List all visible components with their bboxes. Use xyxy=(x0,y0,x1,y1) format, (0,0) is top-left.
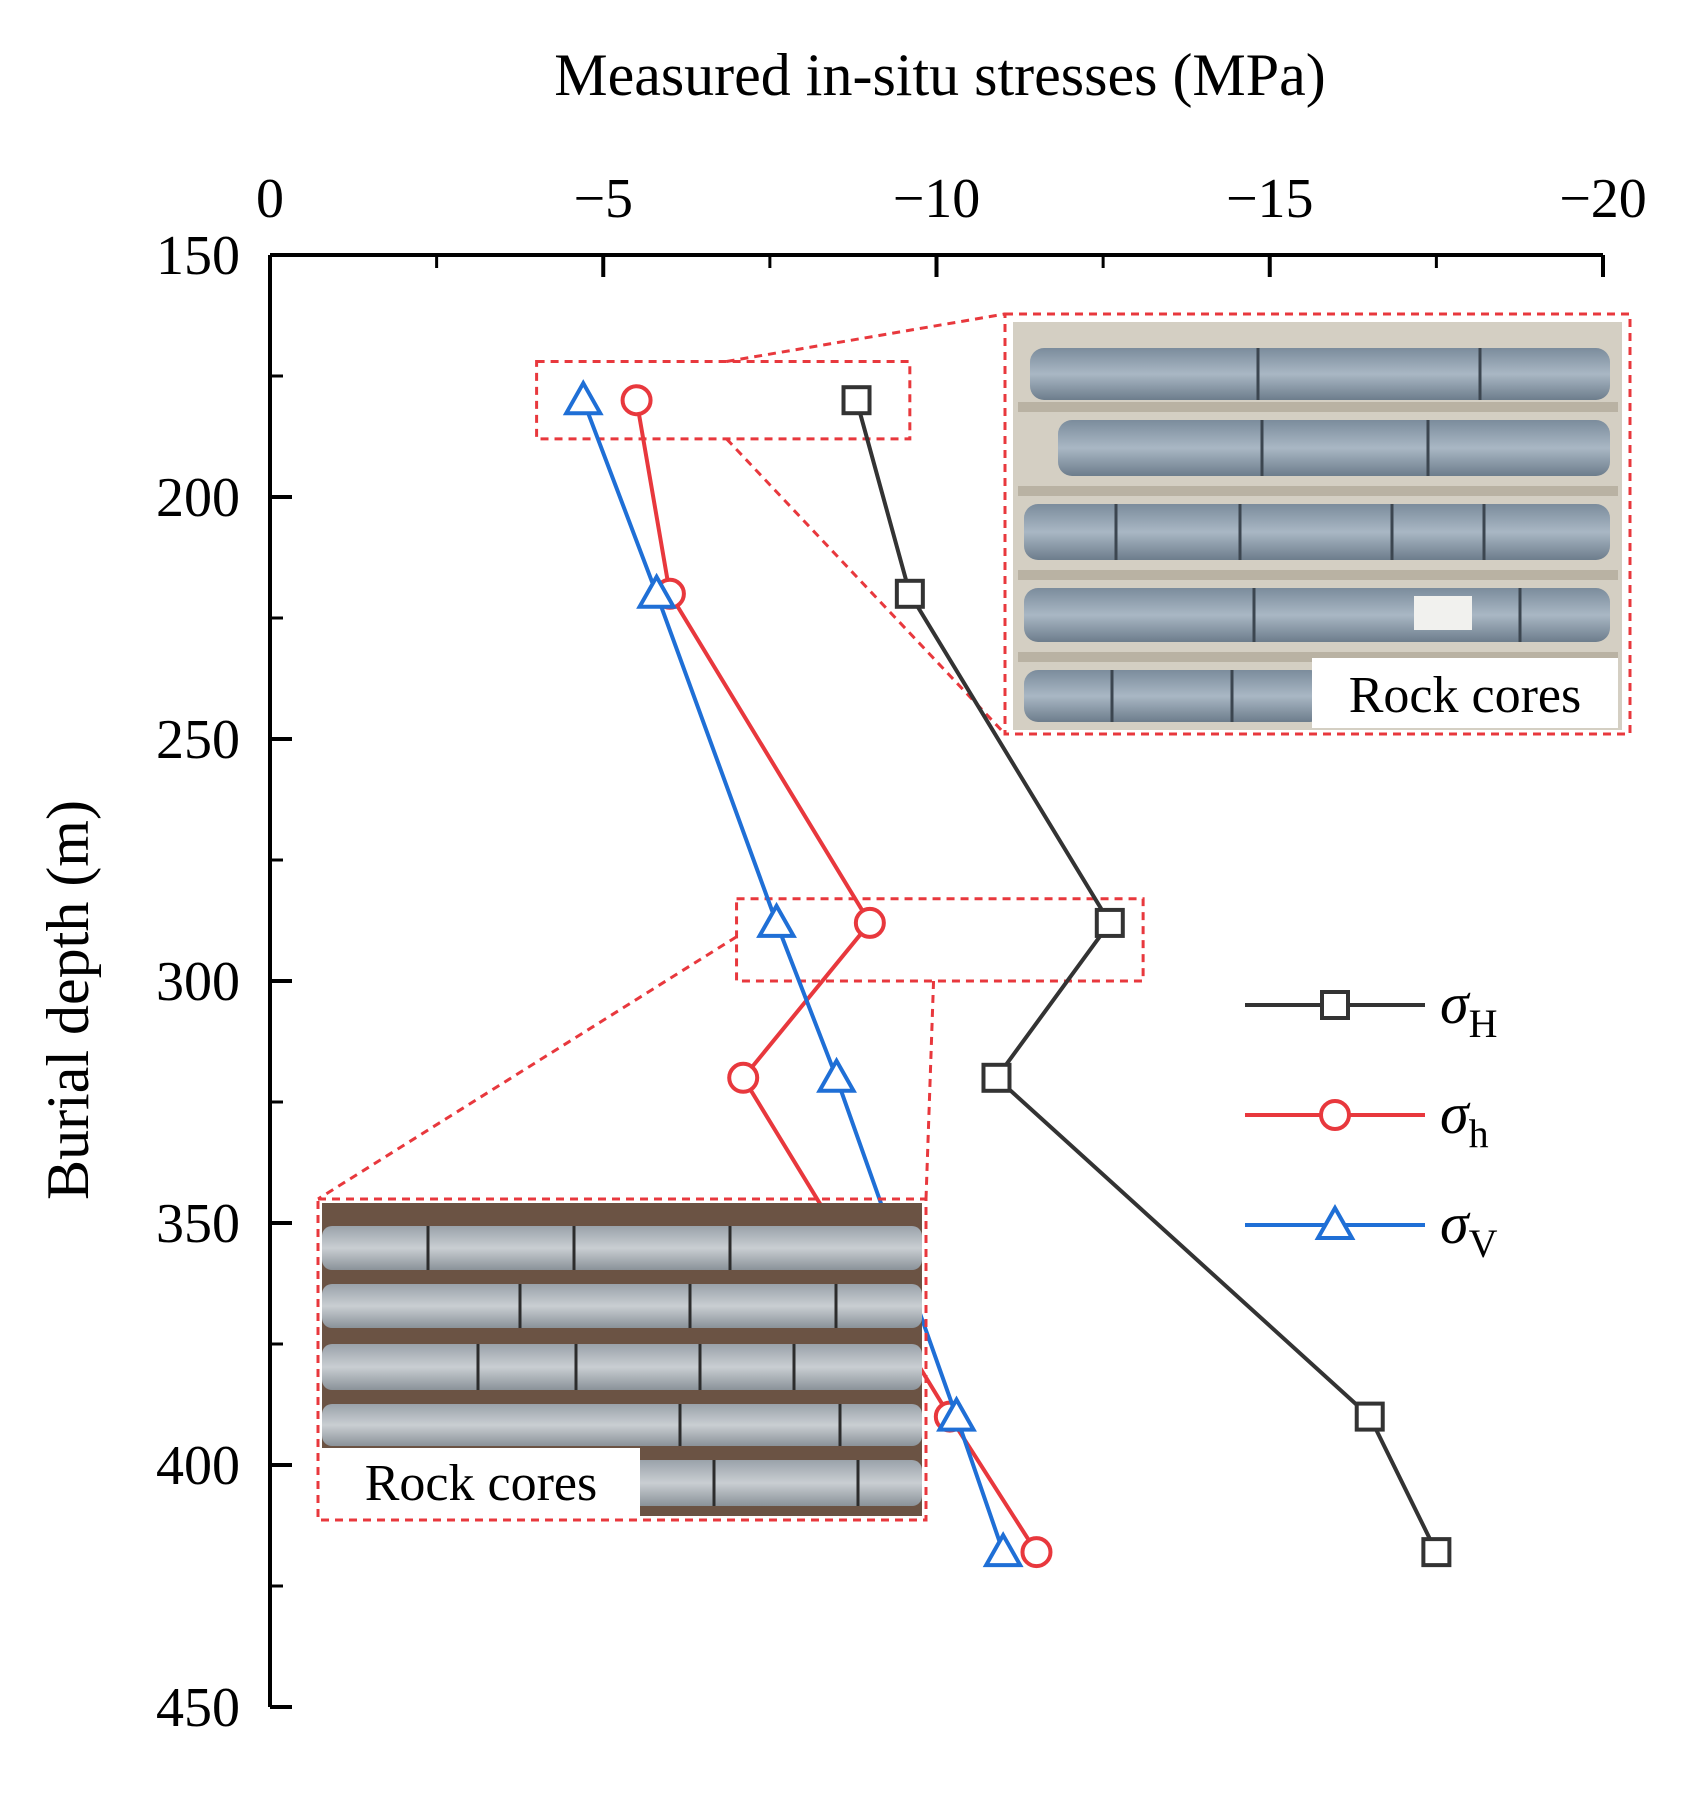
x-ticks: 0 −5 −10 −15 −20 xyxy=(256,168,1647,277)
series-line xyxy=(581,399,1006,1553)
data-point-square xyxy=(1320,990,1350,1020)
legend-item-H: σH xyxy=(1245,971,1498,1046)
inset-label-top: Rock cores xyxy=(1349,667,1581,724)
legend-label: σV xyxy=(1440,1191,1498,1266)
core-row-b2 xyxy=(322,1284,922,1328)
series-H xyxy=(841,385,1452,1568)
core-row-1 xyxy=(1030,348,1610,400)
rock-cores-inset-bottom: Rock cores xyxy=(316,1197,928,1522)
y-tick-label: 300 xyxy=(156,951,240,1013)
data-point-square xyxy=(841,385,872,416)
data-point-triangle xyxy=(1314,1203,1356,1240)
y-tick-label: 150 xyxy=(156,225,240,287)
rock-cores-inset-top: Rock cores xyxy=(1003,312,1632,736)
highlight-box-middle xyxy=(735,897,1145,983)
data-point-square xyxy=(1421,1537,1452,1568)
x-tick-label: −10 xyxy=(893,168,981,230)
data-point-circle xyxy=(727,1061,760,1094)
inset-frame-top xyxy=(1003,312,1632,736)
y-tick-label: 200 xyxy=(156,467,240,529)
inset-frame-bottom xyxy=(316,1197,928,1522)
y-ticks: 150 200 250 300 350 400 450 xyxy=(156,225,292,1739)
x-tick-label: −20 xyxy=(1559,168,1647,230)
legend-item-h: σh xyxy=(1245,1081,1489,1156)
y-tick-label: 450 xyxy=(156,1677,240,1739)
data-point-circle xyxy=(1319,1099,1351,1131)
data-point-square xyxy=(1094,907,1125,938)
core-row-b3 xyxy=(322,1344,922,1390)
highlight-regions xyxy=(317,312,1145,1201)
core-row-2 xyxy=(1058,420,1610,476)
series-line xyxy=(854,399,1439,1554)
connector-line xyxy=(725,437,1007,736)
legend-label: σH xyxy=(1440,971,1498,1046)
y-axis-title: Burial depth (m) xyxy=(35,800,101,1200)
connector-line xyxy=(317,935,738,1201)
data-point-triangle xyxy=(816,1056,857,1093)
y-tick-label: 350 xyxy=(156,1193,240,1255)
legend: σH σh σV xyxy=(1245,971,1498,1266)
data-point-square xyxy=(1354,1401,1385,1432)
highlight-box-top xyxy=(535,359,912,441)
data-point-triangle xyxy=(756,901,797,938)
data-point-square xyxy=(981,1062,1012,1093)
x-tick-label: −15 xyxy=(1226,168,1314,230)
x-tick-label: −5 xyxy=(573,168,633,230)
y-tick-label: 400 xyxy=(156,1435,240,1497)
x-axis-title: Measured in-situ stresses (MPa) xyxy=(554,42,1326,108)
data-series xyxy=(562,379,1452,1569)
core-row-4 xyxy=(1024,588,1610,642)
data-point-triangle xyxy=(936,1395,977,1432)
inset-label-bg-top xyxy=(1312,658,1618,728)
legend-item-V: σV xyxy=(1245,1191,1498,1266)
x-tick-label: 0 xyxy=(256,168,284,230)
inset-label-bg-bottom xyxy=(322,1448,640,1516)
y-tick-label: 250 xyxy=(156,709,240,771)
data-point-triangle xyxy=(982,1531,1024,1568)
data-point-circle xyxy=(1020,1536,1053,1569)
core-row-5 xyxy=(1024,670,1324,722)
data-point-square xyxy=(894,578,925,609)
core-row-b4 xyxy=(322,1404,922,1446)
legend-label: σh xyxy=(1440,1081,1489,1156)
inset-label-bottom: Rock cores xyxy=(365,1455,597,1512)
connector-line xyxy=(726,312,1006,363)
core-row-3 xyxy=(1024,504,1610,560)
data-point-circle xyxy=(853,906,886,939)
data-point-circle xyxy=(620,384,653,417)
data-point-triangle xyxy=(636,572,678,609)
series-V xyxy=(562,379,1024,1568)
connector-line xyxy=(924,980,936,1200)
data-point-triangle xyxy=(562,379,604,416)
core-row-b1 xyxy=(322,1226,922,1270)
